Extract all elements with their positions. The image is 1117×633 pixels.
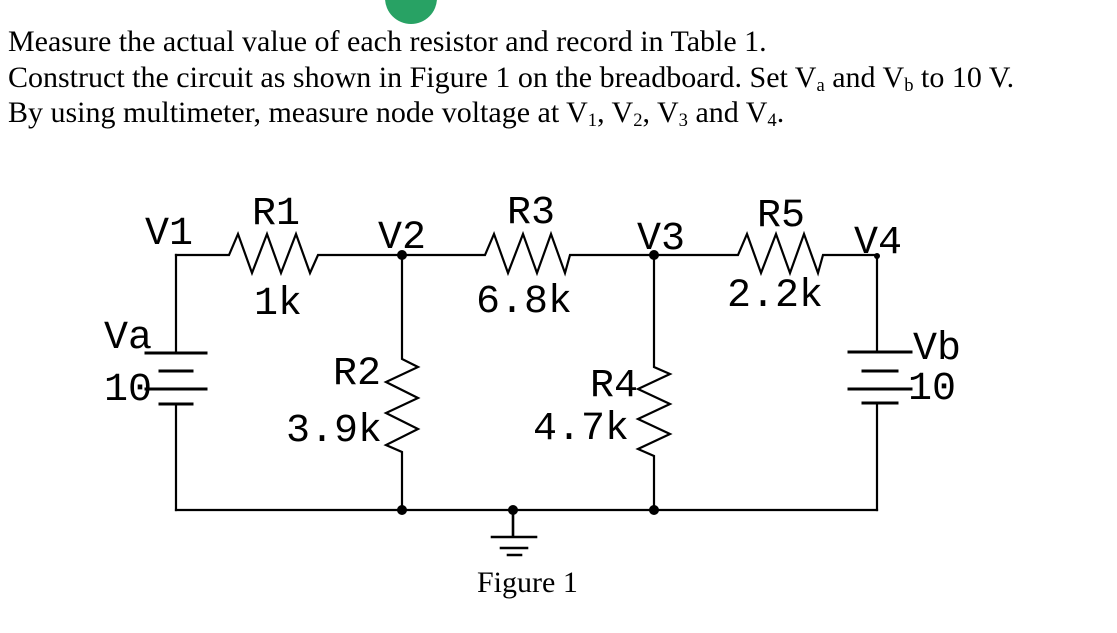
instruction-line-3-text: and V [687, 96, 768, 129]
junction-dot-bottom-r4 [649, 505, 659, 515]
junction-dot-v4 [874, 253, 880, 259]
ground-symbol [490, 508, 538, 557]
instruction-line-3-text: By using multimeter, measure node voltag… [8, 96, 588, 129]
wire-top-rail-with-resistors [174, 230, 879, 277]
label-value-vb: 10 [908, 367, 956, 412]
label-resistor-r5: R5 [757, 194, 805, 239]
subscript-a: a [816, 74, 825, 96]
instruction-line-3-text: , V [597, 96, 634, 129]
label-value-r3: 6.8k [476, 280, 572, 325]
junction-dot-bottom-ground [508, 505, 518, 515]
label-value-r5: 2.2k [727, 274, 823, 319]
battery-vb-plates [847, 350, 913, 405]
junction-dot-bottom-r2 [397, 505, 407, 515]
label-node-v2: V2 [378, 216, 426, 261]
label-source-va: Va [104, 316, 152, 361]
label-node-v3: V3 [637, 217, 685, 262]
instruction-line-2-text: and V [824, 60, 905, 94]
label-value-r4: 4.7k [533, 407, 629, 452]
instruction-line-2-text: to 10 V. [913, 60, 1015, 94]
label-source-vb: Vb [913, 327, 961, 372]
instruction-line-3: By using multimeter, measure node voltag… [8, 95, 1014, 131]
label-value-r2: 3.9k [286, 409, 382, 454]
subscript-3: 3 [678, 110, 688, 132]
figure-caption: Figure 1 [477, 566, 578, 599]
label-value-r1: 1k [254, 282, 302, 327]
battery-va-plates [144, 351, 208, 406]
instruction-line-3-text: . [776, 96, 785, 129]
junction-dot-v3 [649, 250, 659, 260]
label-resistor-r2: R2 [333, 352, 381, 397]
resistor-r4-branch [635, 253, 673, 512]
label-resistor-r3: R3 [507, 191, 555, 236]
label-resistor-r4: R4 [590, 364, 638, 409]
instruction-line-2-text: Construct the circuit as shown in Figure… [8, 60, 817, 94]
instruction-line-3-text: , V [642, 96, 679, 129]
label-node-v1: V1 [145, 212, 193, 257]
subscript-4: 4 [767, 110, 777, 132]
subscript-b: b [904, 74, 914, 96]
label-value-va: 10 [104, 368, 152, 413]
label-resistor-r1: R1 [252, 192, 300, 237]
subscript-2: 2 [633, 110, 643, 132]
instructions-block: Measure the actual value of each resisto… [8, 24, 1014, 131]
instruction-line-1: Measure the actual value of each resisto… [8, 25, 767, 58]
instruction-line-2: Construct the circuit as shown in Figure… [8, 60, 1014, 96]
label-node-v4: V4 [854, 221, 902, 266]
junction-dot-v2 [397, 250, 407, 260]
resistor-r2-branch [383, 253, 421, 512]
subscript-1: 1 [587, 110, 598, 132]
